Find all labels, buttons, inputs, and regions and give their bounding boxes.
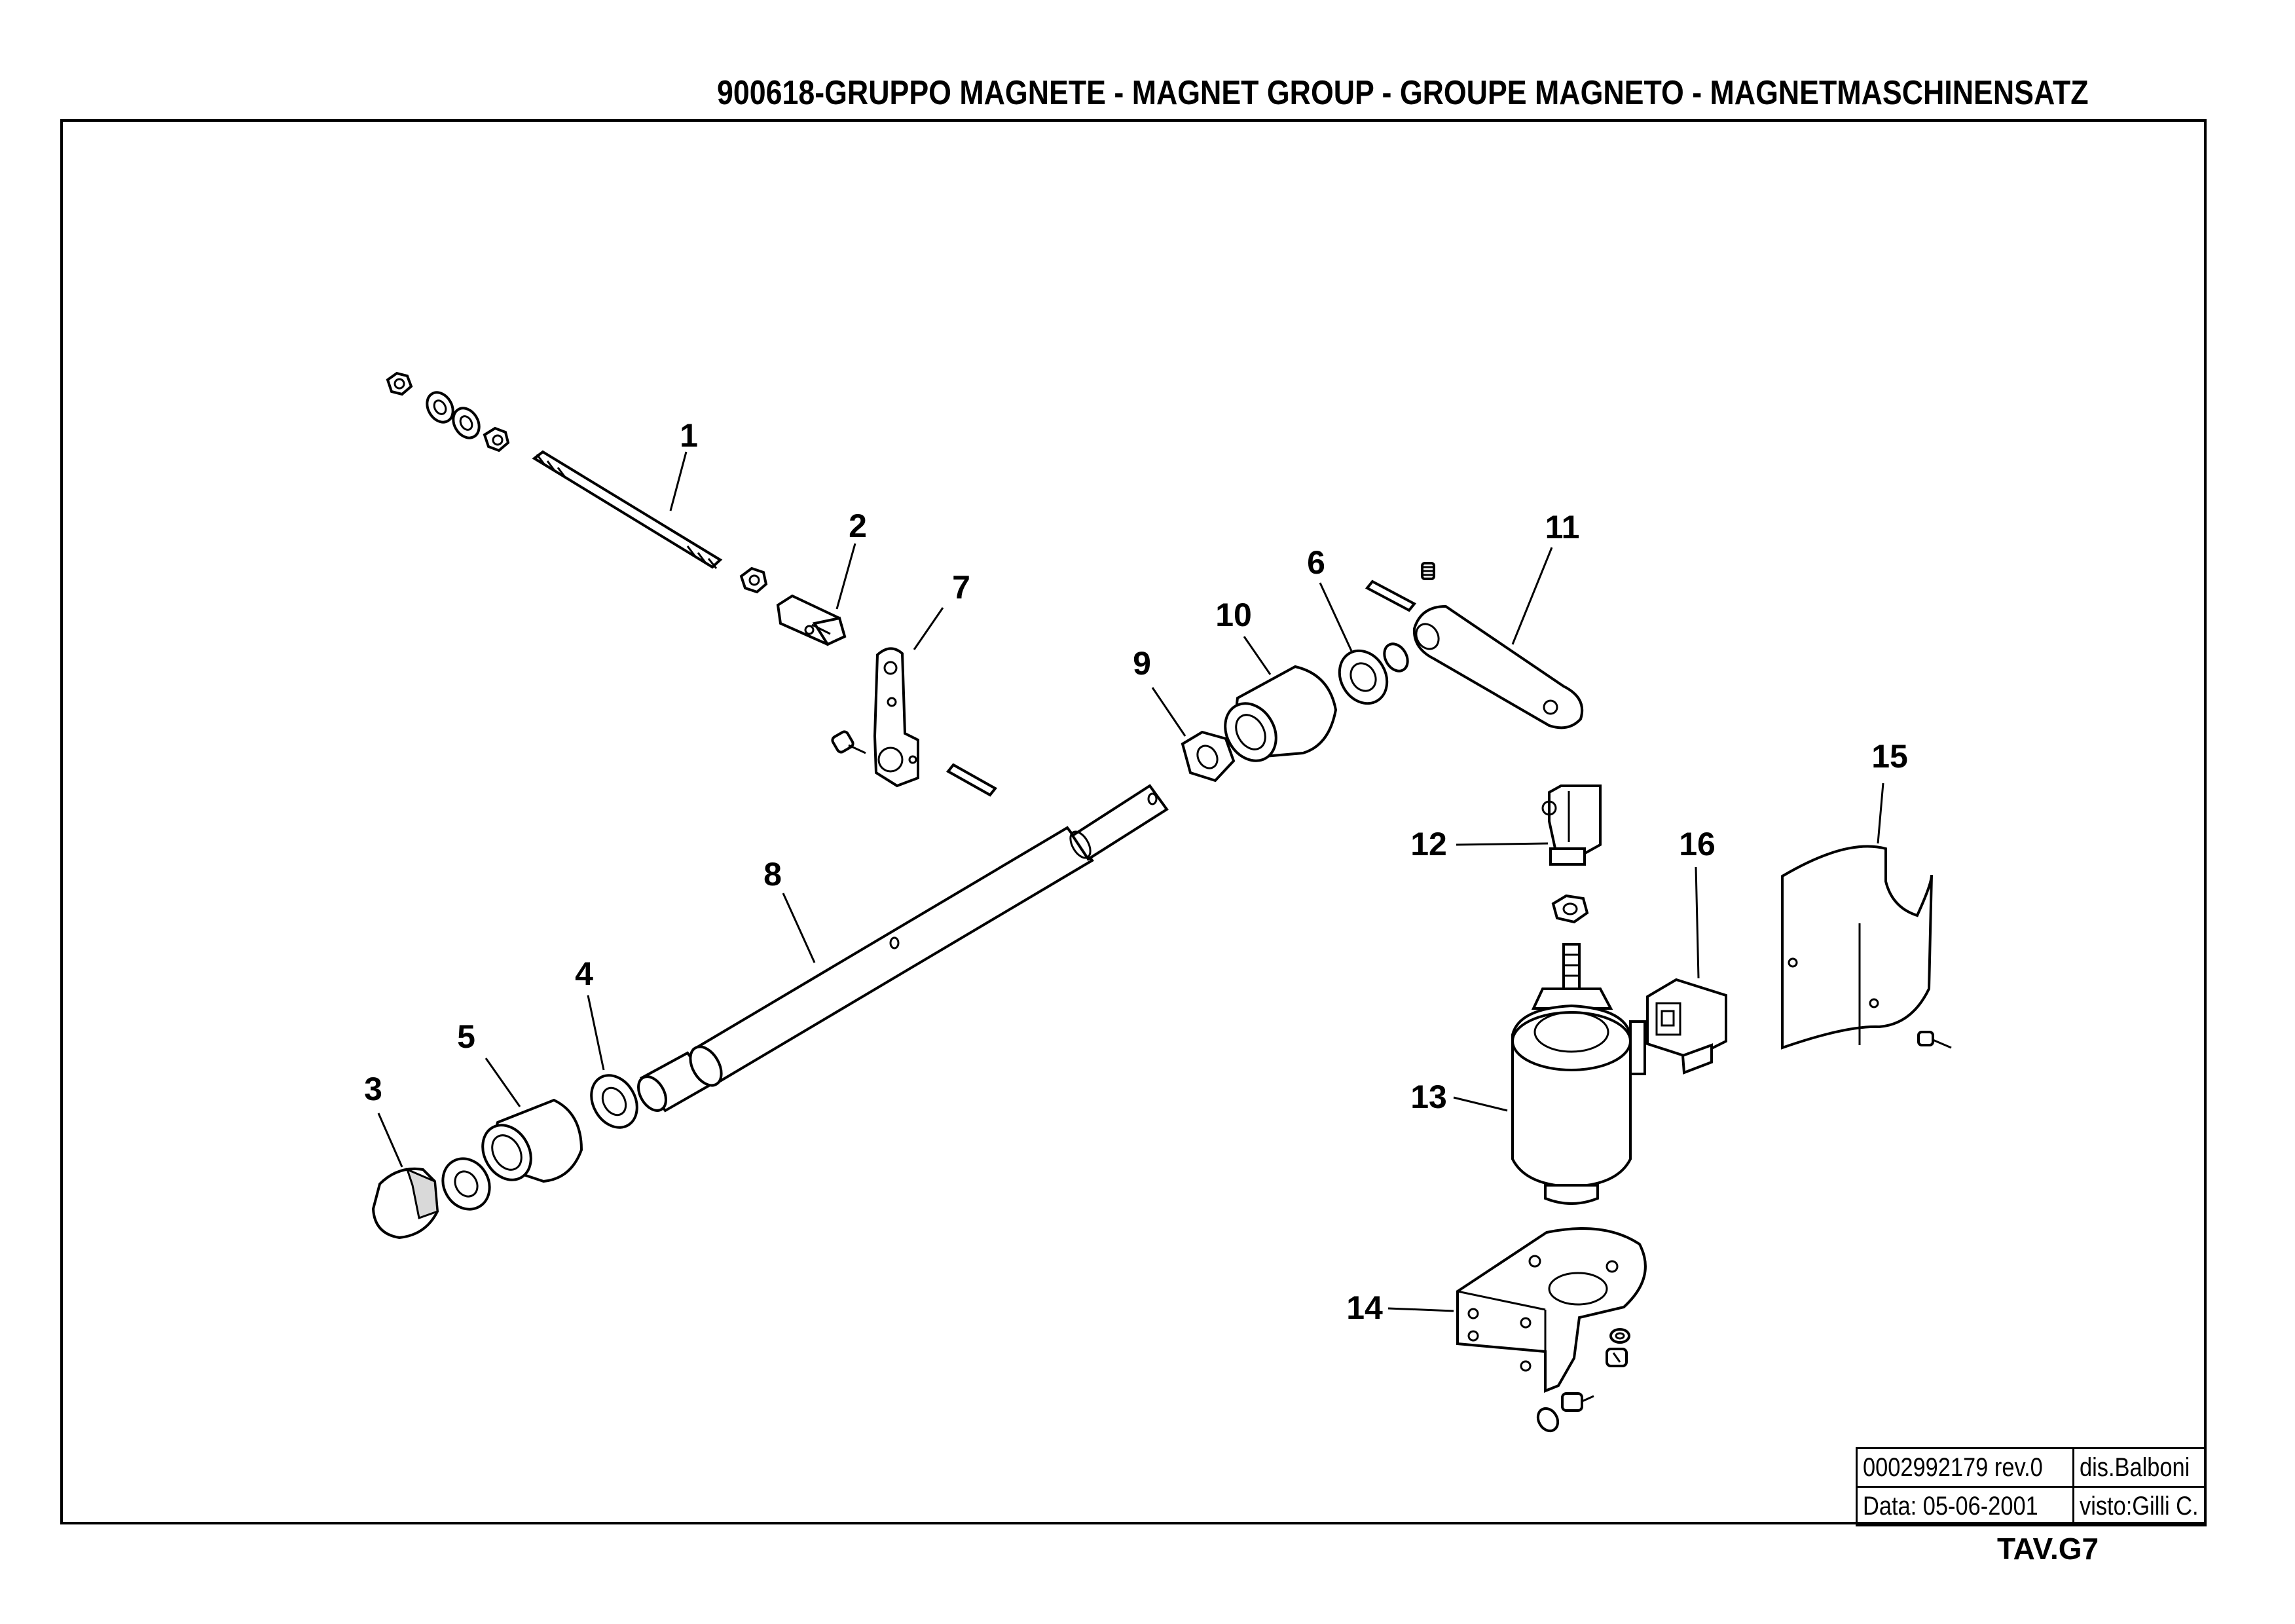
leader-1 xyxy=(669,451,688,511)
callout-5: 5 xyxy=(457,1018,475,1055)
leader-5 xyxy=(485,1058,521,1107)
part-9-nut xyxy=(1181,730,1236,783)
part-6-bearing xyxy=(1338,649,1389,705)
part-6-pin xyxy=(1365,580,1417,612)
part-7-pin xyxy=(946,763,998,797)
leader-12 xyxy=(1456,842,1549,846)
part-4-bearing xyxy=(590,1074,638,1129)
part-6-set-screw xyxy=(1421,562,1435,580)
part-16-connector xyxy=(1646,978,1727,1075)
callout-7: 7 xyxy=(952,569,970,606)
callout-numbers: 1 2 3 4 5 6 7 8 9 10 11 12 13 14 15 16 xyxy=(364,417,1908,1326)
leader-lines xyxy=(377,451,1884,1312)
part-8-main-shaft xyxy=(637,784,1169,1113)
part-5-washer xyxy=(441,1157,491,1211)
part-1-threaded-rod xyxy=(532,450,723,569)
part-14-washer-right xyxy=(1609,1328,1630,1344)
part-15-guard xyxy=(1781,845,1933,1050)
drawing-frame xyxy=(60,119,2207,1524)
callout-1: 1 xyxy=(680,417,698,454)
callout-4: 4 xyxy=(575,955,593,992)
leader-11 xyxy=(1511,547,1553,645)
part-14-bracket xyxy=(1456,1227,1647,1393)
part-14-screw-right xyxy=(1606,1348,1628,1367)
callout-9: 9 xyxy=(1133,645,1151,682)
part-1-washer-b xyxy=(452,407,481,439)
part-13-solenoid xyxy=(1511,943,1646,1205)
callout-10: 10 xyxy=(1215,597,1252,633)
leader-16 xyxy=(1695,866,1700,979)
leader-2 xyxy=(835,543,856,610)
leader-15 xyxy=(1877,783,1884,844)
leader-4 xyxy=(587,995,605,1071)
sheet-reference: TAV.G7 xyxy=(1997,1532,2099,1566)
title-block-drawn-by: dis.Balboni xyxy=(2072,1447,2207,1488)
title-block-date: Data: 05-06-2001 xyxy=(1856,1486,2074,1526)
part-1-washer-a xyxy=(426,391,454,424)
callout-14: 14 xyxy=(1346,1289,1383,1326)
part-2-clevis xyxy=(776,594,847,646)
callout-11: 11 xyxy=(1545,509,1580,545)
part-6-ring xyxy=(1383,642,1409,673)
leader-6 xyxy=(1319,582,1353,652)
callout-8: 8 xyxy=(763,856,782,893)
part-11-lever xyxy=(1412,604,1584,729)
part-15-screw xyxy=(1917,1031,1952,1049)
part-14-screw-left xyxy=(1561,1392,1594,1412)
leader-8 xyxy=(782,893,816,963)
drawing-title: 900618-GRUPPO MAGNETE - MAGNET GROUP - G… xyxy=(717,74,2089,112)
callout-6: 6 xyxy=(1307,544,1325,581)
callout-3: 3 xyxy=(364,1071,382,1107)
part-1-hex-nut-outer xyxy=(386,371,413,396)
leader-10 xyxy=(1243,636,1272,675)
callout-16: 16 xyxy=(1679,826,1716,862)
part-7-screw xyxy=(831,730,866,754)
leader-7 xyxy=(913,607,944,650)
part-10-bushing xyxy=(1224,665,1338,762)
callout-12: 12 xyxy=(1410,826,1447,862)
callout-13: 13 xyxy=(1410,1079,1447,1115)
part-1-hex-nut-inner xyxy=(483,426,510,452)
part-5-bushing xyxy=(481,1098,583,1183)
leader-9 xyxy=(1151,687,1186,737)
leader-13 xyxy=(1453,1096,1508,1112)
part-12-fork xyxy=(1541,784,1602,924)
title-block-checked-by: visto:Gilli C. xyxy=(2072,1486,2207,1526)
callout-2: 2 xyxy=(849,507,867,544)
part-14-washer-left xyxy=(1536,1407,1560,1433)
part-7-lever-arm xyxy=(873,647,919,788)
callout-15: 15 xyxy=(1871,738,1908,775)
leader-14 xyxy=(1387,1307,1454,1312)
title-block-drawing-number: 0002992179 rev.0 xyxy=(1856,1447,2074,1488)
part-1-hex-nut-end xyxy=(739,566,768,594)
part-3-cap-nut xyxy=(371,1168,439,1240)
leader-3 xyxy=(377,1113,403,1168)
